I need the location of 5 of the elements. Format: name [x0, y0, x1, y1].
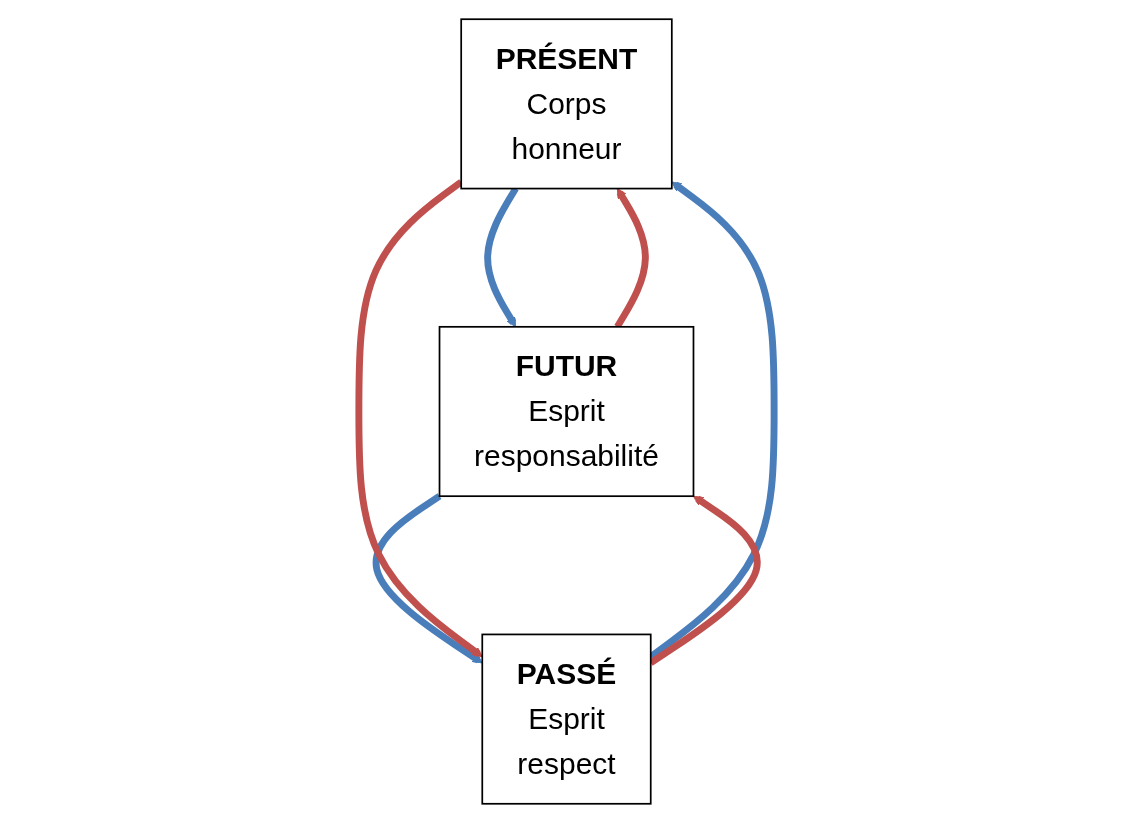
- node-box: PRÉSENT Corps honneur: [460, 18, 673, 190]
- arrow: [372, 493, 483, 664]
- arrow: [355, 179, 483, 658]
- node-box: PASSÉ Esprit respect: [481, 633, 652, 805]
- node-box: FUTUR Esprit responsabilité: [438, 325, 695, 498]
